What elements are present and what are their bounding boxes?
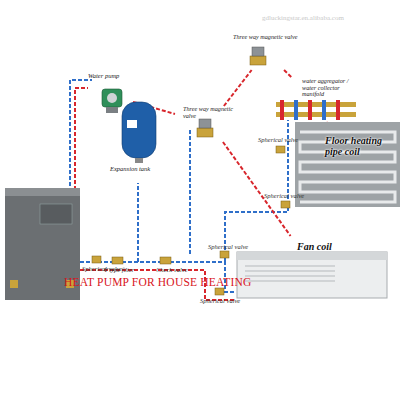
three-way-valve: Three way magnetic valve: [228, 34, 303, 70]
component-label: Three way magnetic valve: [183, 106, 245, 119]
pipe-connector: [223, 142, 291, 236]
component-label: water aggregator / water collector manif…: [302, 78, 360, 98]
pipe-connector: [224, 70, 252, 106]
part-label: Y type filter: [104, 266, 134, 273]
diagram-title: HEAT PUMP FOR HOUSE HEATING: [64, 276, 252, 288]
bypass-pipe: [189, 130, 191, 255]
spherical-valve-symbol: [281, 201, 290, 208]
fan-coil-unit: Fan coil: [235, 236, 395, 304]
check-valve-symbol: [160, 257, 171, 264]
supply-pipe: [75, 88, 88, 190]
expansion-tank: Expansion tank: [110, 98, 170, 183]
y-filter-symbol: [112, 257, 123, 264]
part-label: Spherical valve: [200, 297, 240, 304]
part-label: Spherical valve: [264, 192, 304, 199]
floor-heating-coil-art: [295, 122, 400, 207]
three-way-valve: Three way magnetic valve: [175, 106, 245, 142]
tank-pipe: [137, 183, 139, 262]
watermark: gdluckingstar.en.alibaba.com: [262, 14, 344, 22]
pipe-connector: [284, 70, 292, 78]
component-label: Water pump: [88, 73, 133, 80]
component-label: Fan coil: [297, 242, 387, 253]
spherical-valve-symbol: [92, 256, 101, 263]
part-label: Check valve: [156, 266, 188, 273]
spherical-valve-symbol: [276, 146, 285, 153]
component-label: Three way magnetic valve: [233, 34, 303, 41]
unit-panel: [40, 204, 72, 224]
part-label: Spherical valve: [258, 136, 298, 143]
component-label: Floor heating pipe coil: [325, 136, 397, 157]
spherical-valve-symbol: [220, 251, 229, 258]
part-label: Spherical valve: [208, 243, 248, 250]
spherical-valve-symbol: [215, 288, 224, 295]
return-pipe: [70, 80, 92, 192]
floor-heating-coil: Floor heating pipe coil: [295, 122, 400, 207]
unit-port: [10, 280, 18, 288]
unit-top: [5, 188, 80, 196]
manifold: water aggregator / water collector manif…: [272, 78, 360, 124]
component-label: Expansion tank: [110, 166, 170, 173]
